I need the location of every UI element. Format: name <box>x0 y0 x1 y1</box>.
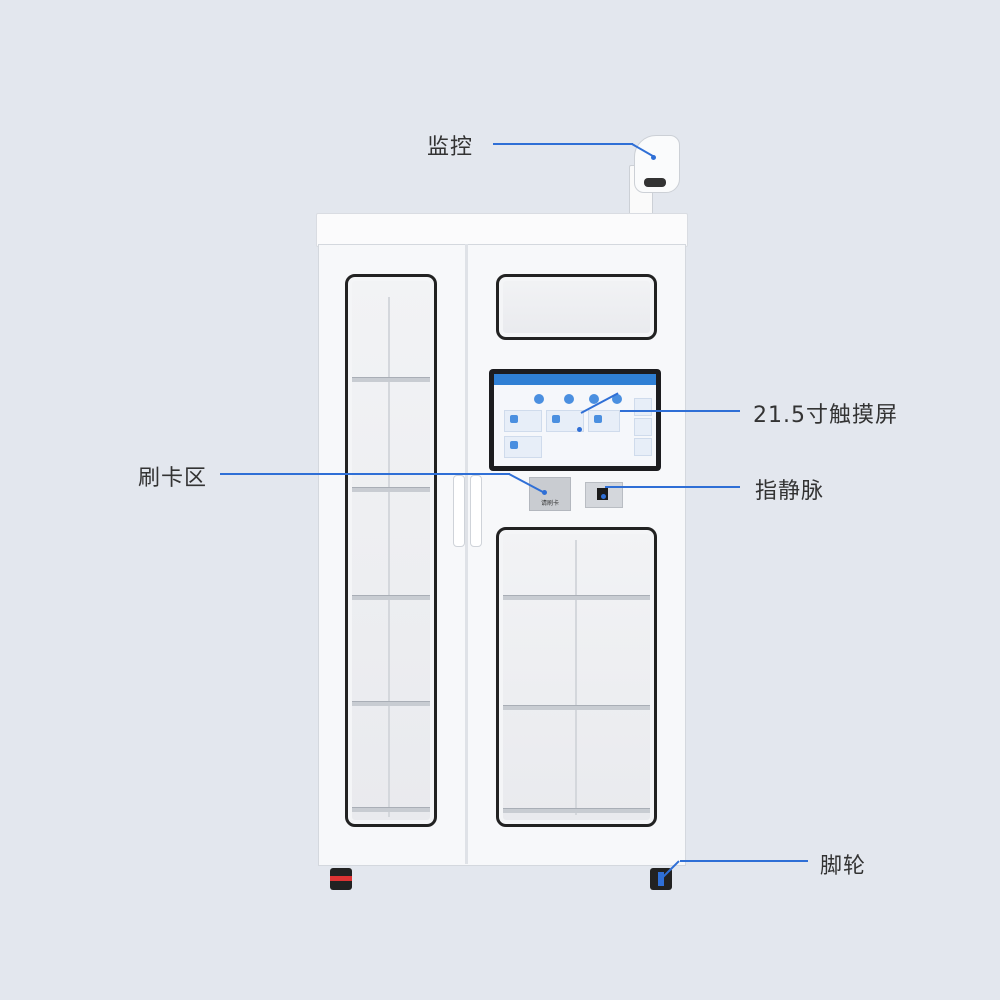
card-reader[interactable]: 请刷卡 <box>529 477 571 511</box>
callout-vein-line <box>605 486 740 488</box>
left-glass-door <box>345 274 437 827</box>
callout-card-line <box>220 473 510 475</box>
callout-touchscreen-line <box>620 410 740 412</box>
screen-side-2[interactable] <box>634 418 652 436</box>
right-glass-door <box>496 527 657 827</box>
screen-icon-1[interactable] <box>534 394 544 404</box>
screen-icon-4[interactable] <box>612 394 622 404</box>
right-door-handle <box>470 475 482 547</box>
camera-lens <box>644 178 666 187</box>
callout-camera-label: 监控 <box>427 135 474 160</box>
callout-touchscreen-dot <box>577 427 582 432</box>
callout-card-label: 刷卡区 <box>138 466 208 491</box>
caster-left <box>330 868 352 890</box>
screen-header-bar <box>494 374 656 385</box>
callout-camera-line <box>493 143 633 145</box>
screen-icon-3[interactable] <box>589 394 599 404</box>
door-divider <box>465 244 468 864</box>
callout-caster-label: 脚轮 <box>820 854 867 879</box>
screen-side-3[interactable] <box>634 438 652 456</box>
callout-vein-dot <box>601 494 606 499</box>
callout-caster-line <box>680 860 808 862</box>
screen-tile-2[interactable] <box>546 410 584 432</box>
screen-tile-1[interactable] <box>504 410 542 432</box>
screen-tile-3[interactable] <box>588 410 620 432</box>
screen-tile-4[interactable] <box>504 436 542 458</box>
callout-camera-dot <box>651 155 656 160</box>
screen-icon-2[interactable] <box>564 394 574 404</box>
callout-touchscreen-label: 21.5寸触摸屏 <box>753 403 898 428</box>
screen-side-1[interactable] <box>634 398 652 416</box>
cabinet-top <box>316 213 688 247</box>
callout-caster-dot <box>659 875 664 880</box>
left-door-handle <box>453 475 465 547</box>
card-reader-label: 请刷卡 <box>540 500 559 507</box>
touchscreen[interactable] <box>494 374 656 466</box>
callout-vein-label: 指静脉 <box>755 479 825 504</box>
callout-card-dot <box>542 490 547 495</box>
right-upper-window <box>496 274 657 340</box>
